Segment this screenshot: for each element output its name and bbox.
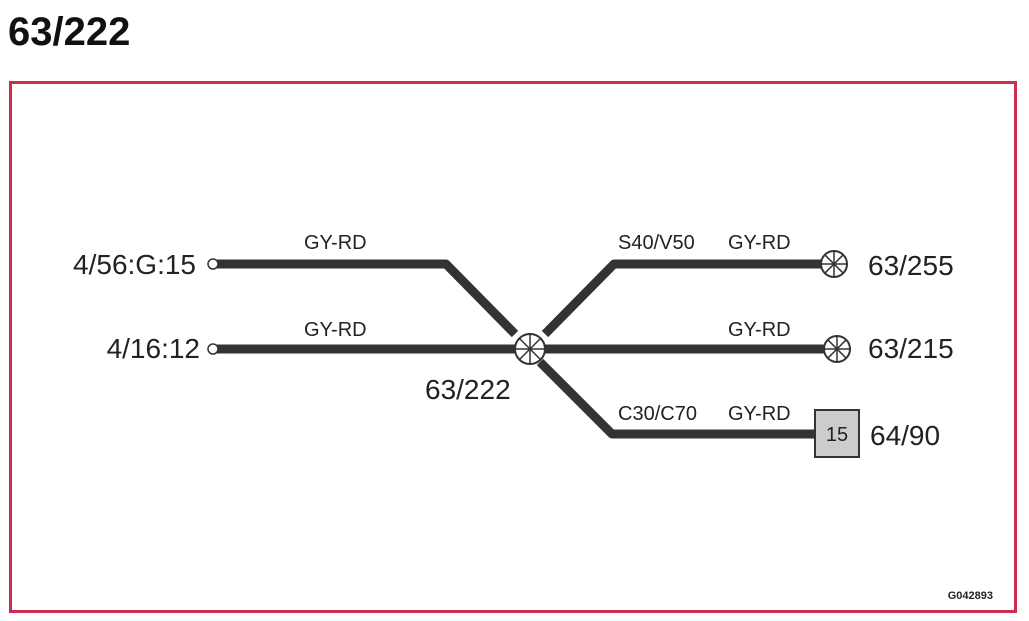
diagram-frame — [9, 81, 1017, 613]
wire-color-label: GY-RD — [304, 232, 367, 254]
endpoint-label: 63/215 — [868, 333, 954, 364]
page-title: 63/222 — [8, 10, 131, 54]
wire-right-top — [541, 259, 822, 338]
wire-color-label: GY-RD — [728, 403, 791, 425]
terminal-pin-icon — [207, 258, 219, 270]
splice-icon — [823, 335, 851, 363]
connector-pin-number: 15 — [826, 424, 848, 446]
splice-icon — [820, 250, 848, 278]
endpoint-label: 64/90 — [870, 420, 940, 451]
wire-left-top — [216, 259, 519, 338]
terminal-label: 4/56:G:15 — [73, 249, 196, 280]
terminal-label: 4/16:12 — [107, 333, 200, 364]
endpoint-label: 63/255 — [868, 250, 954, 281]
wire-color-label: GY-RD — [304, 319, 367, 341]
terminal-pin-icon — [207, 343, 219, 355]
wire-color-label: GY-RD — [728, 319, 791, 341]
option-label: C30/C70 — [618, 403, 697, 425]
wire-right-bottom — [536, 358, 815, 439]
connector-box-icon — [814, 409, 860, 458]
figure-code: G042893 — [948, 590, 993, 602]
option-label: S40/V50 — [618, 232, 695, 254]
wire-color-label: GY-RD — [728, 232, 791, 254]
splice-icon — [514, 333, 546, 365]
splice-label: 63/222 — [425, 374, 511, 405]
